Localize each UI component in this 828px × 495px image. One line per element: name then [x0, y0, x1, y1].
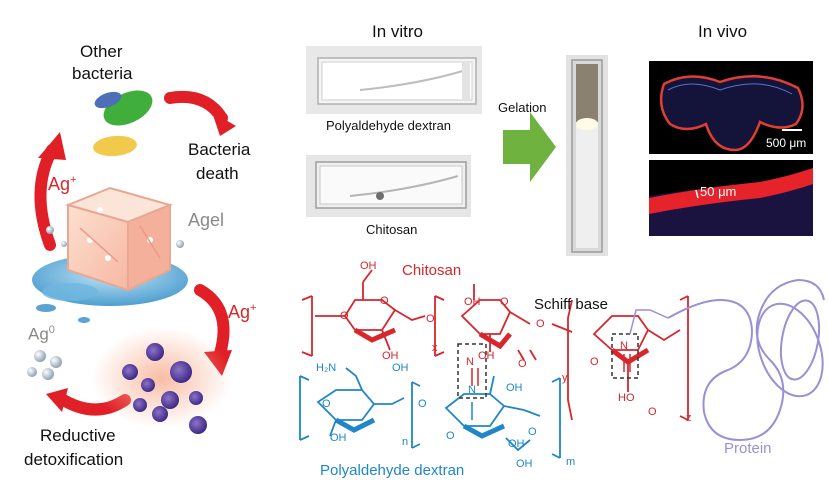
label-gelation: Gelation	[498, 100, 547, 115]
atom-o-1: O	[380, 295, 389, 307]
atom-o-8: O	[648, 406, 657, 418]
atom-o-2: O	[340, 310, 349, 322]
silver-spheres	[27, 350, 62, 380]
schiff-base-links	[457, 309, 669, 420]
cuvette-gel	[571, 59, 603, 253]
atom-oh-3: OH	[464, 296, 481, 308]
atom-n-2: N	[620, 340, 628, 352]
scale-bar-500: 500 μm	[766, 136, 807, 150]
label-bacteria-death-1: Bacteria	[188, 140, 251, 159]
label-in-vitro: In vitro	[372, 22, 424, 41]
subscript-y: y	[562, 372, 568, 384]
atom-n-3: N	[468, 384, 476, 396]
caption-polyaldehyde-dextran: Polyaldehyde dextran	[326, 118, 452, 133]
label-ag-plus-left: Ag+	[48, 174, 77, 194]
label-bacteria-death-2: death	[196, 164, 239, 183]
chitosan-structure	[301, 269, 689, 421]
gelation-arrow	[503, 112, 556, 182]
atom-o-d4: O	[528, 426, 537, 438]
atom-o-7: O	[590, 356, 599, 368]
atom-o-d1: O	[322, 398, 331, 410]
arrow-left-up	[34, 132, 66, 251]
label-agel: Agel	[188, 210, 225, 230]
label-ag-plus-right: Ag+	[228, 302, 257, 322]
tissue-section-2	[649, 168, 813, 236]
atom-h2n: H₂N	[316, 362, 337, 374]
atom-oh-4: OH	[478, 350, 495, 362]
dextran-structure	[299, 367, 561, 459]
atom-oh-d5: OH	[516, 458, 533, 470]
atom-o-6: O	[536, 318, 545, 330]
atom-o-3: O	[426, 313, 435, 325]
label-other-bacteria-2: bacteria	[72, 64, 133, 83]
label-reductive-1: Reductive	[40, 426, 116, 445]
label-protein: Protein	[724, 440, 772, 457]
label-chitosan: Chitosan	[402, 262, 462, 279]
atom-o-5: O	[518, 358, 527, 370]
atom-oh-d3: OH	[506, 382, 523, 394]
subscript-m: m	[566, 456, 576, 468]
atom-o-4: O	[500, 296, 509, 308]
atom-ho-1: HO	[618, 392, 635, 404]
subscript-n: n	[402, 436, 409, 448]
atom-o-d2: O	[418, 398, 427, 410]
atom-oh-1: OH	[360, 260, 377, 272]
atom-n-1: N	[466, 356, 474, 368]
agel-cube	[64, 186, 174, 292]
bacteria-cluster	[93, 90, 153, 157]
caption-chitosan: Chitosan	[366, 222, 418, 237]
arrow-top-right	[164, 91, 236, 136]
label-in-vivo: In vivo	[698, 22, 748, 41]
subscript-x: x	[432, 342, 438, 354]
label-schiff-base: Schiff base	[534, 296, 608, 313]
atom-oh-2: OH	[382, 350, 399, 362]
cuvette-dextran	[317, 57, 477, 105]
atom-o-d3: O	[446, 430, 455, 442]
label-reductive-2: detoxification	[24, 450, 124, 469]
scale-bar-50: 50 μm	[700, 184, 737, 199]
tissue-section-1	[659, 74, 804, 152]
cuvette-chitosan	[315, 161, 467, 209]
nanoparticles	[92, 328, 232, 434]
label-other-bacteria-1: Other	[80, 42, 123, 61]
label-ag0: Ag0	[28, 324, 55, 344]
subscript-z: z	[686, 412, 692, 424]
atom-oh-d2: OH	[330, 432, 347, 444]
atom-oh-d1: OH	[392, 362, 409, 374]
protein-coil	[667, 278, 825, 442]
atom-oh-d4: OH	[508, 438, 525, 450]
label-polyaldehyde-dextran: Polyaldehyde dextran	[320, 462, 465, 479]
